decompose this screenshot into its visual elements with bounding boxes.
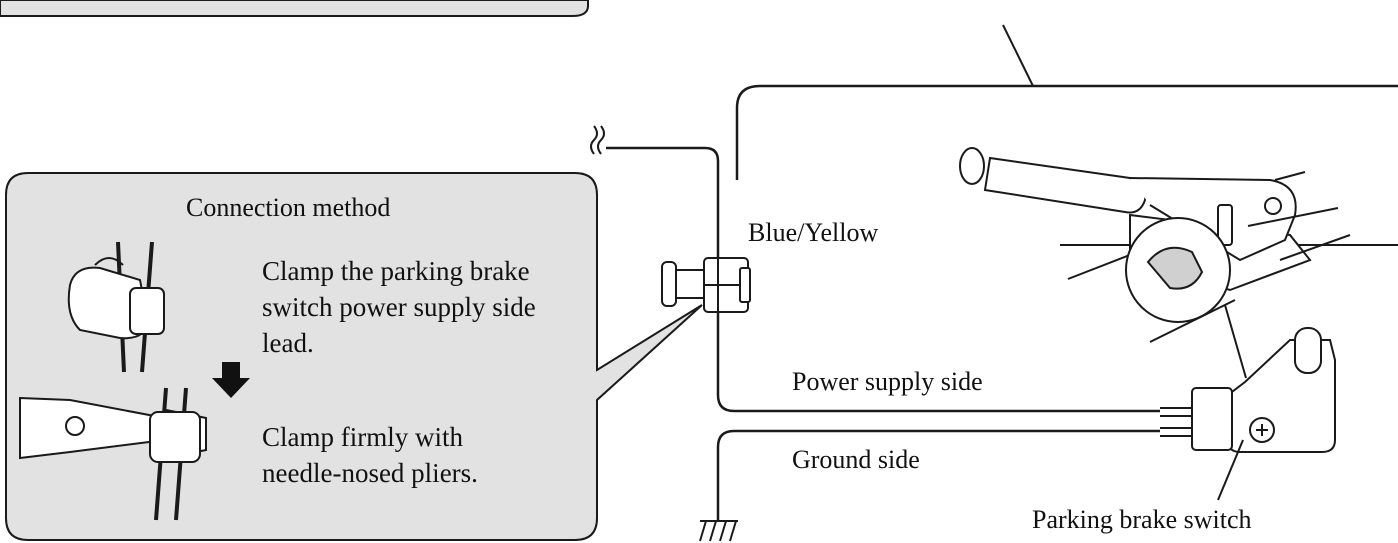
label-parking-brake-switch: Parking brake switch xyxy=(1032,505,1252,534)
console-panel-outline xyxy=(735,84,1398,180)
wire-break-icon xyxy=(590,125,605,155)
label-ground-side: Ground side xyxy=(792,445,920,474)
leader-line-switch xyxy=(1217,439,1244,501)
down-arrow-icon xyxy=(212,362,250,398)
step1-line-1: Clamp the parking brake xyxy=(262,256,530,286)
step2-line-1: Clamp firmly with xyxy=(262,422,463,452)
splice-connector xyxy=(661,257,751,313)
pliers-illustration xyxy=(19,387,207,521)
parking-brake-switch xyxy=(1160,327,1336,453)
label-power-side: Power supply side xyxy=(792,367,983,396)
label-wire-color: Blue/Yellow xyxy=(748,218,879,247)
ground-symbol-icon xyxy=(699,520,738,542)
splice-clamp-illustration xyxy=(67,241,165,373)
step1-line-3: lead. xyxy=(262,328,314,358)
parking-brake-lever xyxy=(959,147,1398,379)
ground-wire xyxy=(716,429,1160,520)
step2-line-2: needle-nosed pliers. xyxy=(262,458,478,488)
callout-title: Connection method xyxy=(186,193,391,222)
leader-line-top xyxy=(1002,24,1034,87)
top-callout-box xyxy=(0,0,589,17)
step1-line-2: switch power supply side xyxy=(262,292,536,322)
